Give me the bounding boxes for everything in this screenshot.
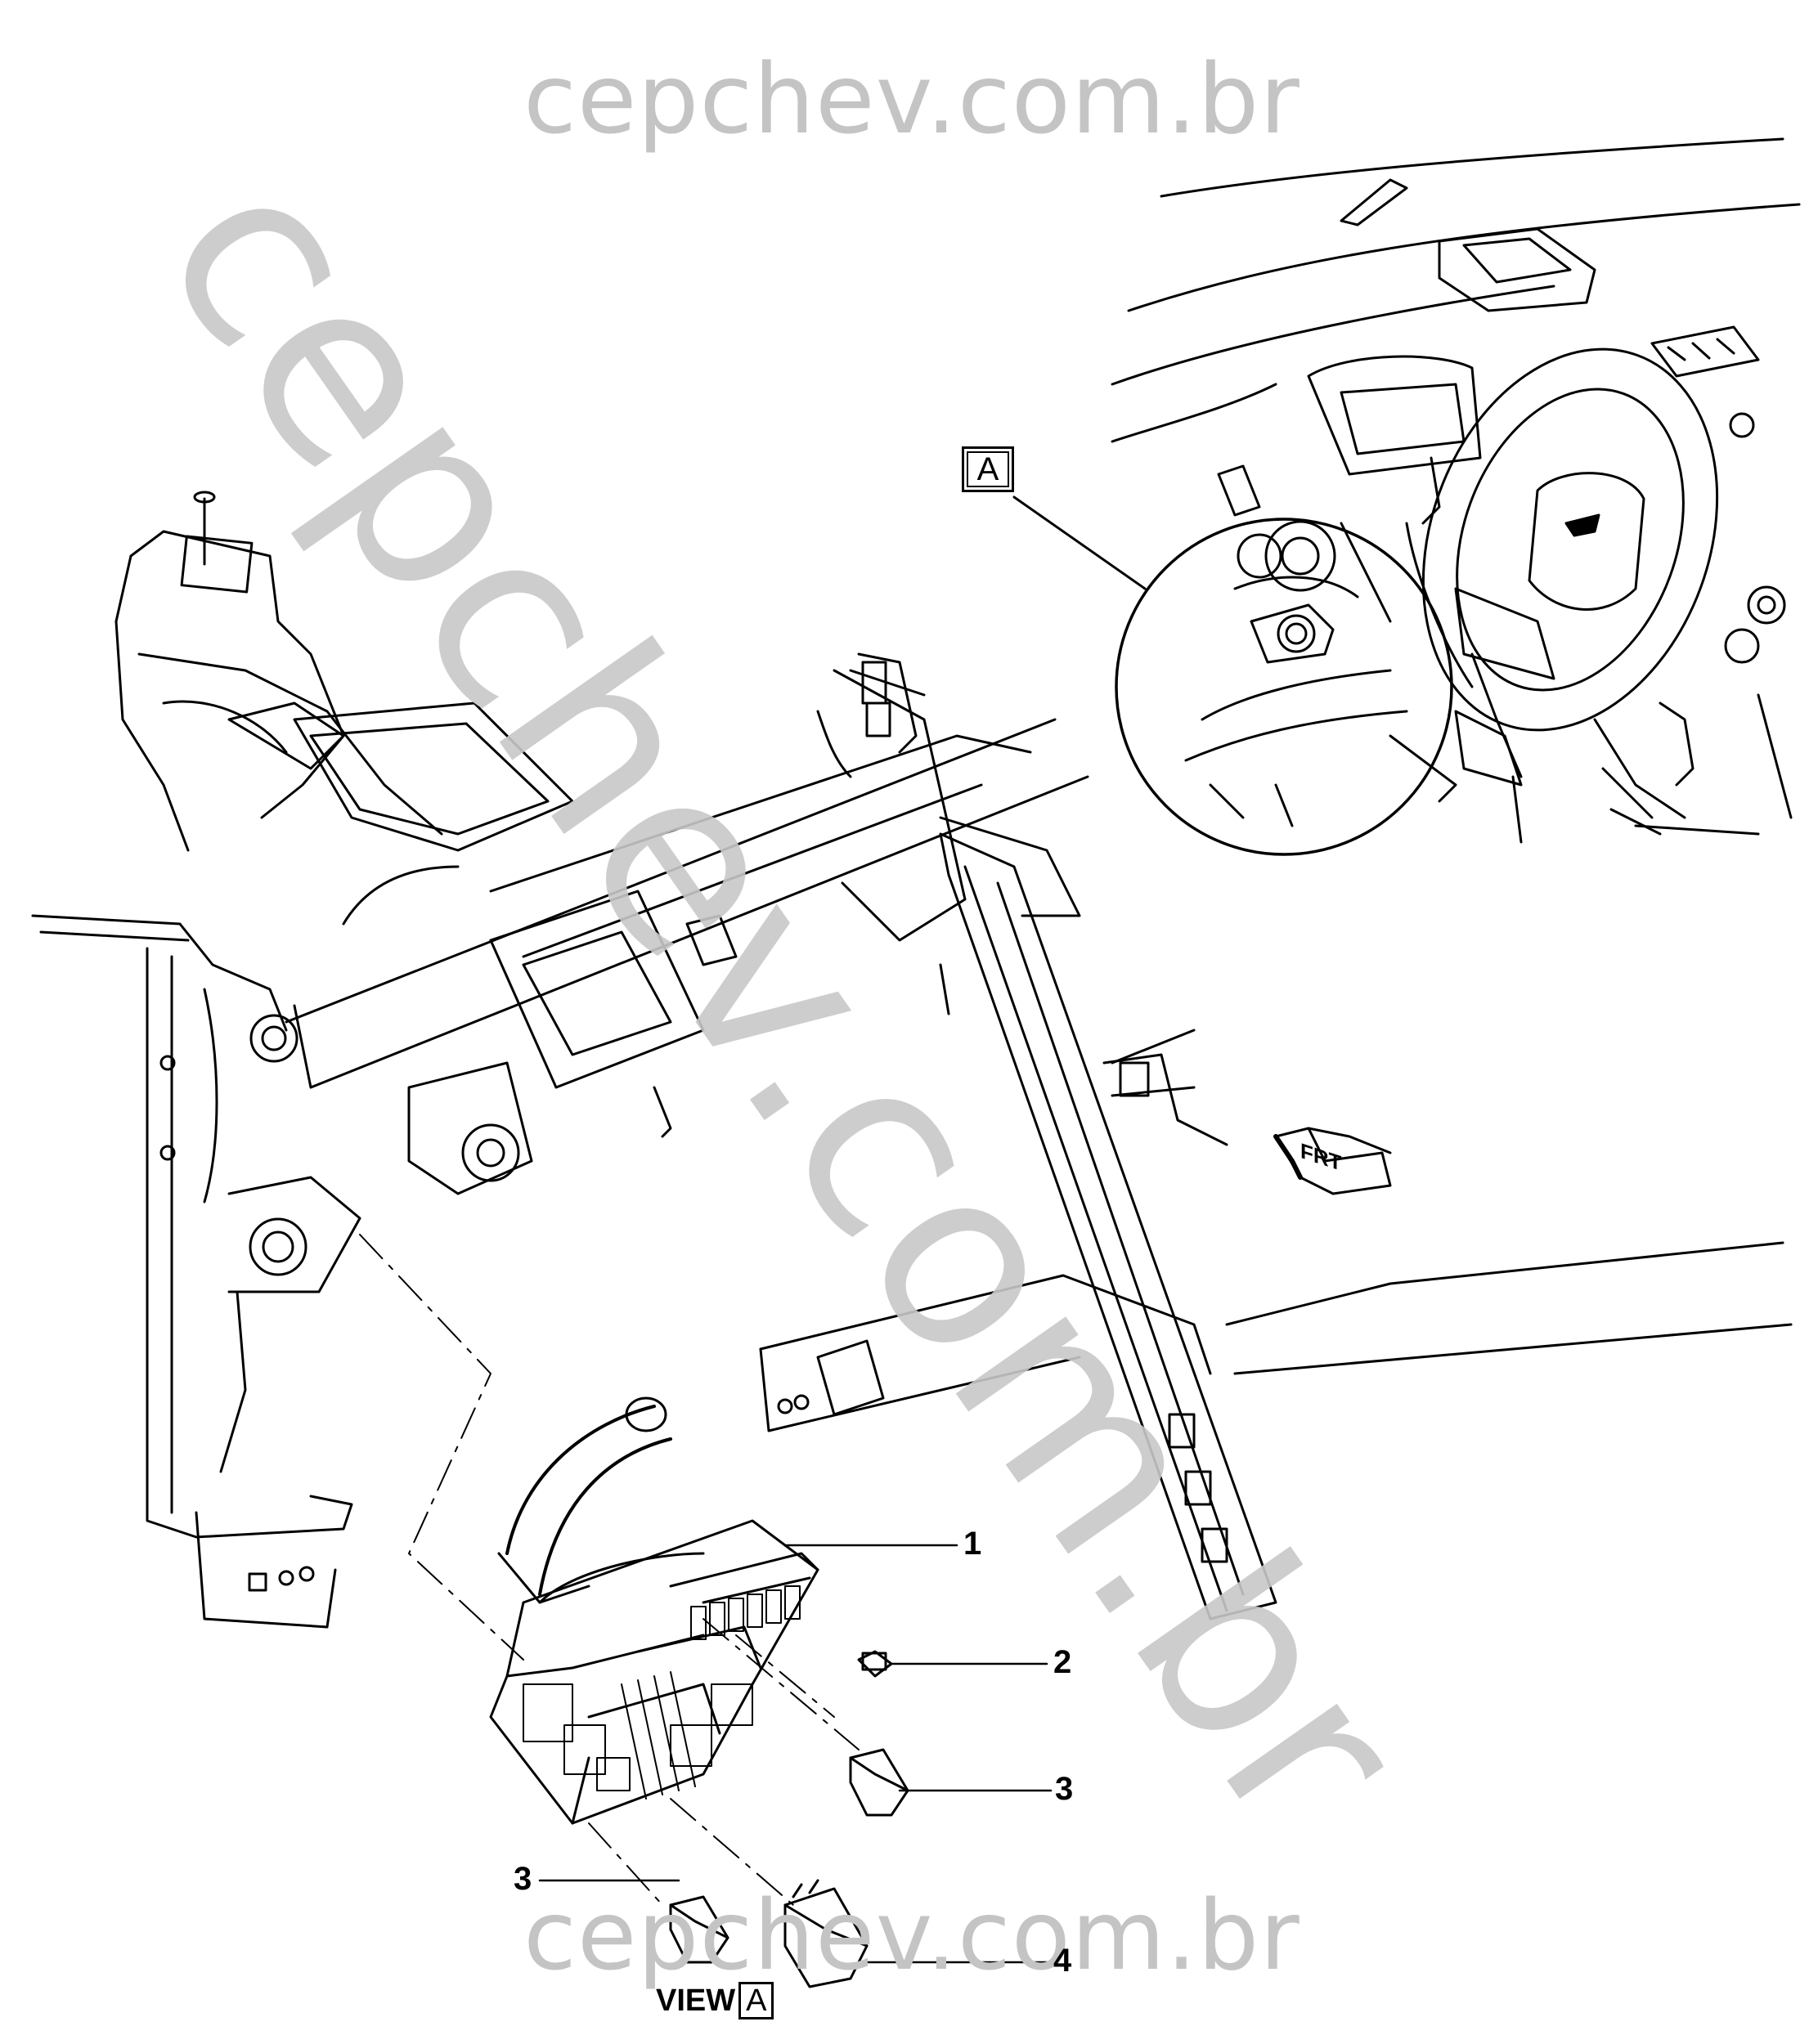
callout-1: 1 [963,1526,982,1562]
callout-3-lower: 3 [514,1861,532,1897]
relay-upper [849,1748,909,1817]
dashboard-inset [1111,137,1801,844]
relay-lower [669,1895,729,1964]
view-label-prefix: VIEW [656,1983,736,2018]
watermark-top: cepchev.com.br [523,43,1300,155]
view-label-tag: A [738,1982,774,2019]
view-a-tag: A [962,446,1014,492]
front-direction-arrow [1273,1127,1392,1195]
callout-3-upper: 3 [1055,1771,1074,1807]
callout-4: 4 [1053,1943,1072,1979]
callout-2: 2 [1053,1644,1072,1680]
view-a-leader [1012,495,1147,590]
cross-car-beam [31,491,1793,1629]
relay-large [783,1879,869,1988]
watermark-bottom: cepchev.com.br [523,1879,1300,1992]
assembly-lines [359,1234,860,1906]
mini-fuse [857,1650,893,1678]
callout-leaders [538,1544,1053,1964]
view-a-label: VIEW A [656,1982,774,2019]
fuse-block-assembly [489,1396,819,1825]
detail-magnifier [1115,518,1453,856]
